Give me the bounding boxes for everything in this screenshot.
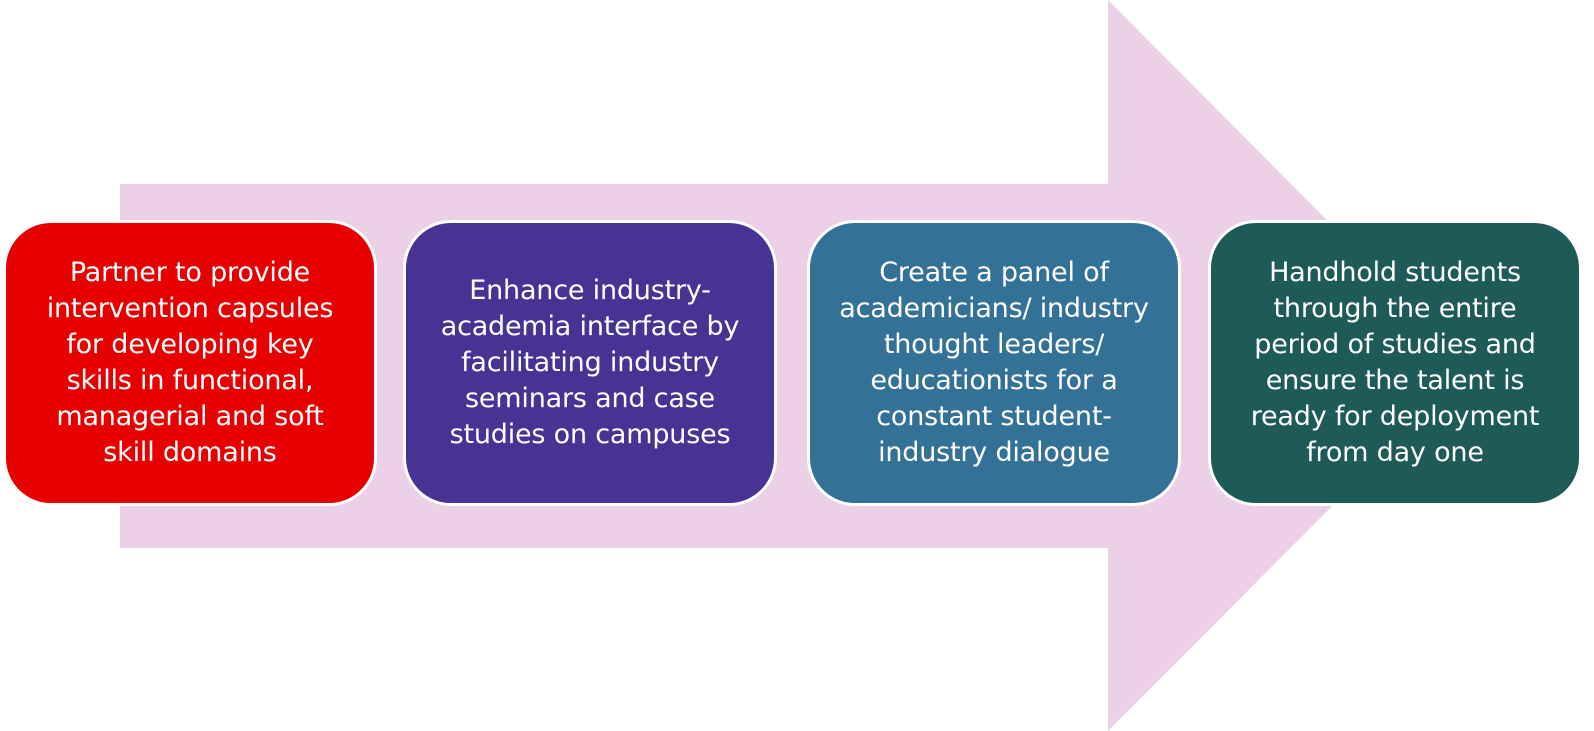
step-3-text: Create a panel of academicians/ industry… [839,257,1149,468]
step-box-3: Create a panel of academicians/ industry… [807,220,1181,506]
step-box-1: Partner to provide intervention capsules… [3,220,377,506]
arrow-shape [120,0,1472,731]
step-4-text: Handhold students through the entire per… [1250,257,1540,468]
step-box-4: Handhold students through the entire per… [1208,220,1582,506]
step-box-2: Enhance industry- academia interface by … [403,220,777,506]
step-1-text: Partner to provide intervention capsules… [46,257,334,468]
step-2-text: Enhance industry- academia interface by … [440,275,740,450]
